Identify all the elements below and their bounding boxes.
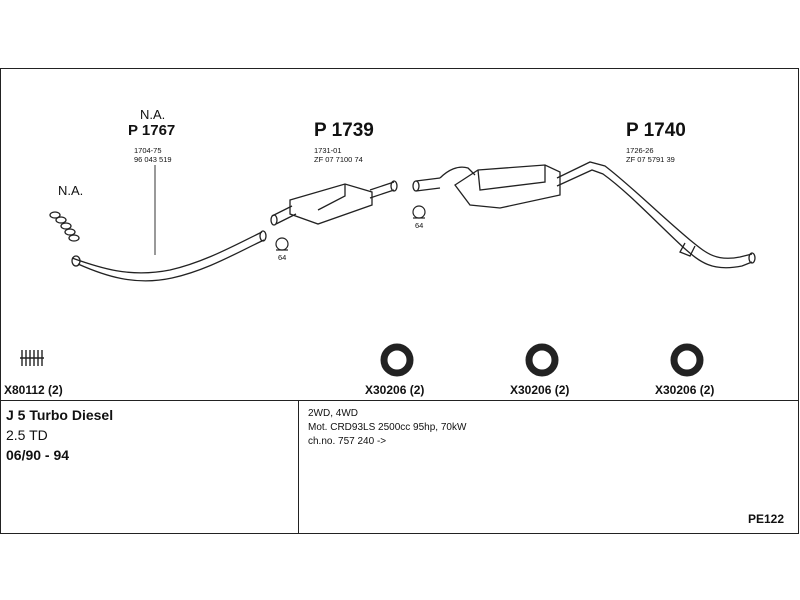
p1740-ref-2: ZF 07 5791 39 xyxy=(626,155,675,164)
accessory-code: X30206 (2) xyxy=(510,383,570,397)
left-na-label: N.A. xyxy=(58,183,84,198)
p1739-number: P 1739 xyxy=(314,120,374,141)
clamp-icon xyxy=(275,237,289,251)
p1767-ref-2: 96 043 519 xyxy=(134,155,172,164)
application-line-3: ch.no. 757 240 -> xyxy=(308,436,387,447)
column-divider xyxy=(298,400,299,534)
accessory-code: X80112 (2) xyxy=(4,383,63,397)
flex-coil-icon xyxy=(49,211,80,242)
application-line-1: 2WD, 4WD xyxy=(308,408,358,419)
gasket-ring-icon xyxy=(670,343,704,377)
p1740-number: P 1740 xyxy=(626,120,686,141)
p1767-ref-1: 1704-75 xyxy=(134,146,162,155)
clamp-label-2: 64 xyxy=(415,221,424,230)
gasket-ring-icon xyxy=(380,343,414,377)
vehicle-model: J 5 Turbo Diesel xyxy=(6,407,114,423)
clamp-label-1: 64 xyxy=(278,253,287,262)
p1740-ref-1: 1726-26 xyxy=(626,146,654,155)
table-divider xyxy=(0,400,799,401)
gasket-ring-icon xyxy=(525,343,559,377)
vehicle-engine: 2.5 TD xyxy=(6,427,48,443)
center-muffler-icon xyxy=(270,180,398,226)
rear-muffler-icon xyxy=(412,161,756,269)
accessory-code: X30206 (2) xyxy=(365,383,425,397)
sheet-code: PE122 xyxy=(748,512,785,526)
p1739-ref-2: ZF 07 7100 74 xyxy=(314,155,363,164)
diagram-frame xyxy=(0,68,799,534)
p1767-na-label: N.A. xyxy=(140,107,166,122)
accessory-code: X30206 (2) xyxy=(655,383,715,397)
front-pipe-icon xyxy=(71,230,267,282)
p1767-number: P 1767 xyxy=(128,122,176,139)
clamp-icon xyxy=(412,205,426,219)
p1739-ref-1: 1731-01 xyxy=(314,146,342,155)
spring-icon xyxy=(20,350,44,366)
vehicle-years: 06/90 - 94 xyxy=(6,447,70,463)
application-line-2: Mot. CRD93LS 2500cc 95hp, 70kW xyxy=(308,422,467,433)
